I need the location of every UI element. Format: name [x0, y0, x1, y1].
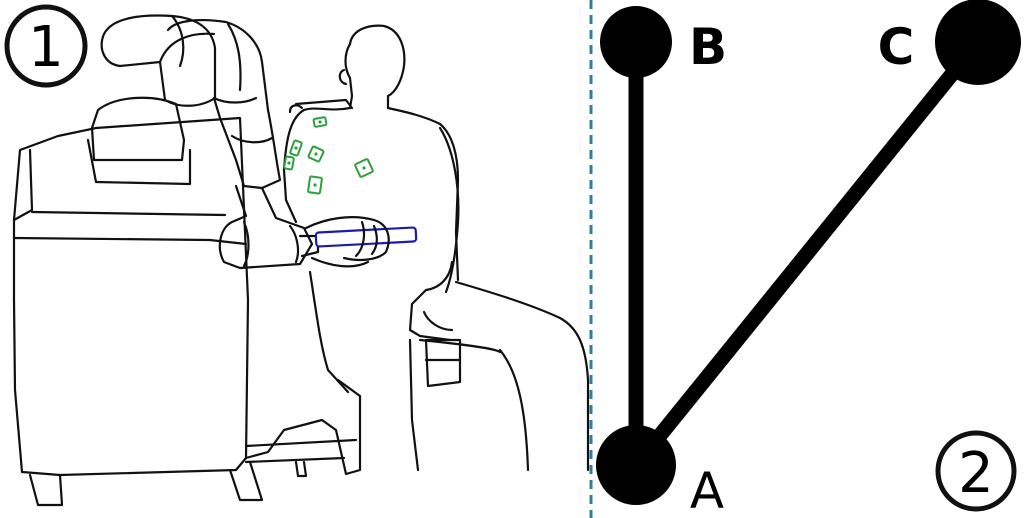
panel-2-marker-label: 2 [958, 441, 994, 506]
graph-node-b [600, 6, 672, 78]
sensor-patch [307, 175, 323, 195]
handheld-tool [314, 226, 418, 248]
graph-node-label-b: B [689, 18, 727, 76]
panel-2-graph: B C A 2 [596, 0, 1021, 518]
robot-base [12, 116, 264, 507]
graph-node-label-c: C [878, 18, 915, 76]
sensor-patches [283, 116, 374, 195]
panel-1-marker: 1 [4, 4, 88, 88]
graph-node-a [596, 425, 676, 505]
panel-1-illustration: 1 [4, 4, 590, 507]
graph-node-label-a: A [690, 462, 724, 518]
panel-1-marker-label: 1 [28, 15, 64, 80]
sensor-patch [312, 116, 328, 128]
sensor-patch [307, 145, 325, 163]
graph-node-c [935, 0, 1021, 85]
robot-arm [86, 14, 320, 270]
sensor-patch [289, 139, 303, 157]
seated-person [244, 24, 590, 478]
sensor-patch [283, 155, 295, 171]
panel-2-marker: 2 [935, 430, 1017, 512]
sensor-patch [354, 158, 374, 178]
graph-edge-a-c [630, 37, 984, 470]
